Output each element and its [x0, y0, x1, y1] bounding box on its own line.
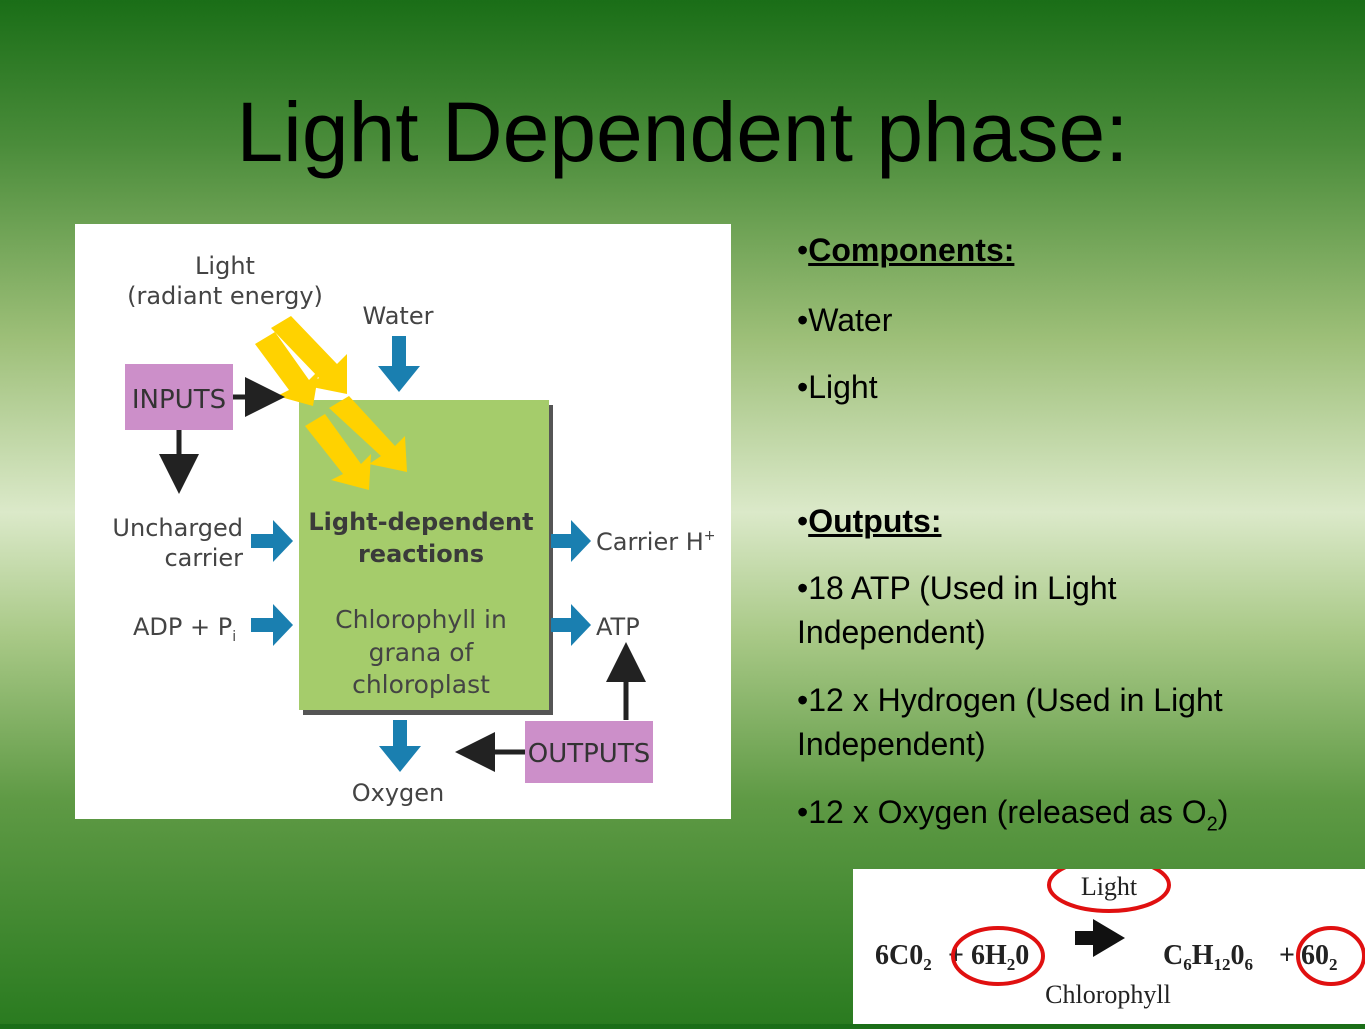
- slide-title: Light Dependent phase:: [236, 85, 1129, 179]
- uncharged-label: Uncharged: [112, 514, 243, 542]
- bullet-water: •Water: [797, 302, 893, 338]
- carrier-label: carrier: [164, 544, 243, 572]
- plus-sign-1: +: [948, 940, 964, 971]
- equation-light-label: Light: [1081, 872, 1138, 901]
- uncharged-arrow: [251, 520, 293, 562]
- bullet-oxygen: •12 x Oxygen (released as O2): [797, 794, 1229, 836]
- box-title-line2: reactions: [358, 540, 484, 568]
- glucose-term: C6H1206: [1163, 940, 1253, 974]
- photosynthesis-equation: Light 6C02 + 6H20 C6H1206 + 602 Chloroph…: [853, 857, 1365, 1024]
- box-title-line1: Light-dependent: [308, 508, 533, 536]
- outputs-label-box: [525, 721, 653, 783]
- box-body-line2: grana of: [369, 638, 475, 667]
- box-body-line1: Chlorophyll in: [335, 605, 507, 634]
- components-heading: •Components:: [797, 232, 1015, 268]
- light-label: Light: [195, 252, 255, 280]
- oxygen-arrow: [379, 720, 421, 772]
- h2o-term: 6H20: [971, 940, 1029, 974]
- reaction-arrow: [1075, 919, 1125, 957]
- bullet-light: •Light: [797, 369, 878, 405]
- box-body-line3: chloroplast: [352, 670, 490, 699]
- water-circle: [951, 926, 1045, 986]
- atp-label: ATP: [596, 613, 640, 641]
- o2-term: 602: [1301, 940, 1338, 974]
- carrier-h-label: Carrier H+: [596, 528, 716, 556]
- chlorophyll-label: Chlorophyll: [1045, 980, 1171, 1009]
- plus-sign-2: +: [1279, 940, 1295, 971]
- oxygen-circle: [1296, 926, 1365, 986]
- inputs-label-box: [125, 364, 233, 430]
- carrier-h-arrow: [551, 520, 591, 562]
- outputs-heading: •Outputs:: [797, 503, 942, 539]
- oxygen-label: Oxygen: [352, 779, 445, 807]
- adp-label: ADP + Pi: [133, 613, 236, 645]
- water-arrow: [378, 336, 420, 392]
- water-label: Water: [363, 302, 434, 330]
- light-dependent-diagram: Light (radiant energy) Water INPUTS Unch…: [75, 224, 731, 819]
- light-arrows: [255, 316, 407, 490]
- outputs-label: OUTPUTS: [528, 739, 650, 769]
- co2-term: 6C02: [875, 940, 932, 974]
- atp-arrow: [551, 604, 591, 646]
- adp-arrow: [251, 604, 293, 646]
- radiant-energy-label: (radiant energy): [127, 282, 323, 310]
- inputs-label: INPUTS: [132, 385, 226, 415]
